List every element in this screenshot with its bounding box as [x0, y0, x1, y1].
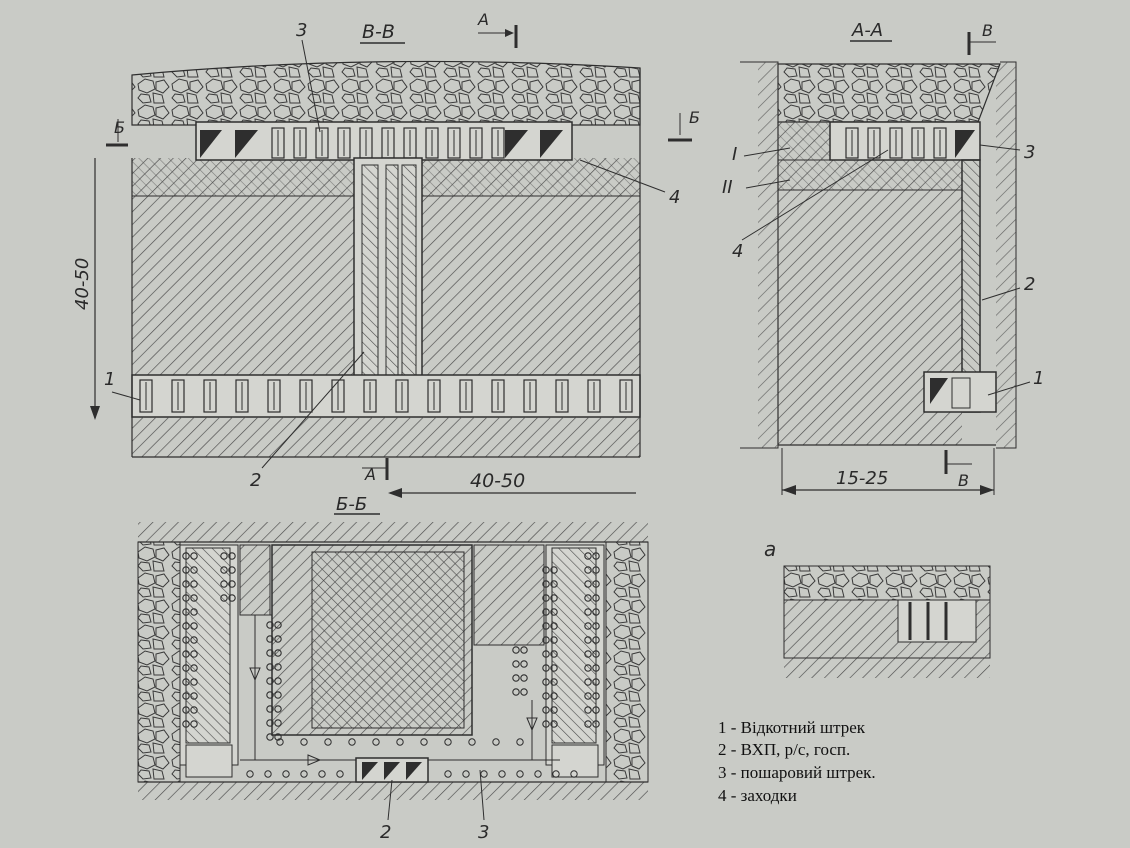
raise-left-plan [185, 547, 231, 744]
callout-4-top: 4 [669, 187, 680, 208]
support-frame [267, 379, 281, 413]
support-frame [235, 379, 249, 413]
section-aa: А-А В I II 4 3 2 1 [722, 20, 1044, 495]
support-frame [447, 127, 461, 159]
legend-item-2: 2 - ВХП, р/с, госп. [718, 740, 850, 759]
raise-right-plan [551, 547, 597, 744]
drift-supports-top [271, 127, 505, 159]
support-frame [619, 379, 633, 413]
support-frame [889, 127, 903, 159]
support-frame [469, 127, 483, 159]
support-frame [139, 379, 153, 413]
callout-2-plan: 2 [380, 822, 391, 843]
width-label: 40-50 [470, 470, 525, 492]
callout-2-aa: 2 [1024, 274, 1035, 295]
support-frame [315, 127, 329, 159]
footwall-rock [132, 417, 640, 457]
cut-b-right: Б [689, 108, 700, 127]
aa-width-label: 15-25 [836, 468, 888, 489]
legend-item-4: 4 - заходки [718, 786, 797, 805]
cut-v-bottom: В [958, 471, 969, 490]
support-frame [203, 379, 217, 413]
support-frame [459, 379, 473, 413]
callout-2-left: 2 [250, 470, 261, 491]
cut-a-top: А [477, 10, 489, 29]
support-frame [395, 379, 409, 413]
support-frame [425, 127, 439, 159]
stacked-supports [182, 552, 600, 778]
section-vv-title: В-В [362, 21, 395, 43]
hanging-wall-hatch [138, 522, 648, 542]
support-frame [337, 127, 351, 159]
rock-block-aa [778, 122, 962, 445]
layer-two-label: II [722, 177, 733, 198]
height-label: 40-50 [72, 258, 93, 310]
support-frame [933, 127, 947, 159]
callout-3-top: 3 [296, 20, 307, 41]
callout-1-aa: 1 [1033, 368, 1044, 389]
support-frame [491, 379, 505, 413]
support-frame [271, 127, 285, 159]
drift-supports-bottom [139, 379, 633, 413]
support-frame [845, 127, 859, 159]
caved-rock-right [605, 541, 649, 783]
support-frame [491, 127, 505, 159]
section-vv: В-В 40-50 40-50 3 4 1 [72, 10, 700, 515]
legend-item-1: 1 - Відкотний штрек [718, 718, 866, 737]
callout-3-aa: 3 [1024, 142, 1035, 163]
support-frame [523, 379, 537, 413]
section-bb-title: Б-Б [336, 494, 367, 515]
support-frame [555, 379, 569, 413]
support-frame [427, 379, 441, 413]
support-frame [911, 127, 925, 159]
inset-label: а [764, 537, 776, 561]
legend: 1 - Відкотний штрек 2 - ВХП, р/с, госп. … [718, 718, 876, 805]
callout-3-plan: 3 [478, 822, 489, 843]
callout-1-left: 1 [104, 369, 115, 390]
support-frame [587, 379, 601, 413]
support-frame [363, 379, 377, 413]
cut-v-top: В [982, 21, 993, 40]
support-frame [867, 127, 881, 159]
section-bb-plan: 2 3 [137, 522, 649, 843]
cut-b-left: Б [114, 118, 125, 137]
section-aa-title: А-А [851, 20, 883, 41]
callout-4-aa: 4 [732, 241, 743, 262]
entry-4-left [200, 130, 222, 158]
layer-one-label: I [732, 144, 737, 165]
support-frame [171, 379, 185, 413]
support-frame [293, 127, 307, 159]
caved-rock-left [137, 541, 181, 783]
caved-rock-zone [131, 60, 641, 126]
cut-a-bottom: А [364, 465, 376, 484]
inset-a: а [764, 537, 991, 678]
caved-rock-aa [777, 63, 1001, 123]
legend-item-3: 3 - пошаровий штрек. [718, 763, 876, 782]
support-frame [299, 379, 313, 413]
haulage-drift-1 [131, 374, 641, 418]
support-frame [331, 379, 345, 413]
